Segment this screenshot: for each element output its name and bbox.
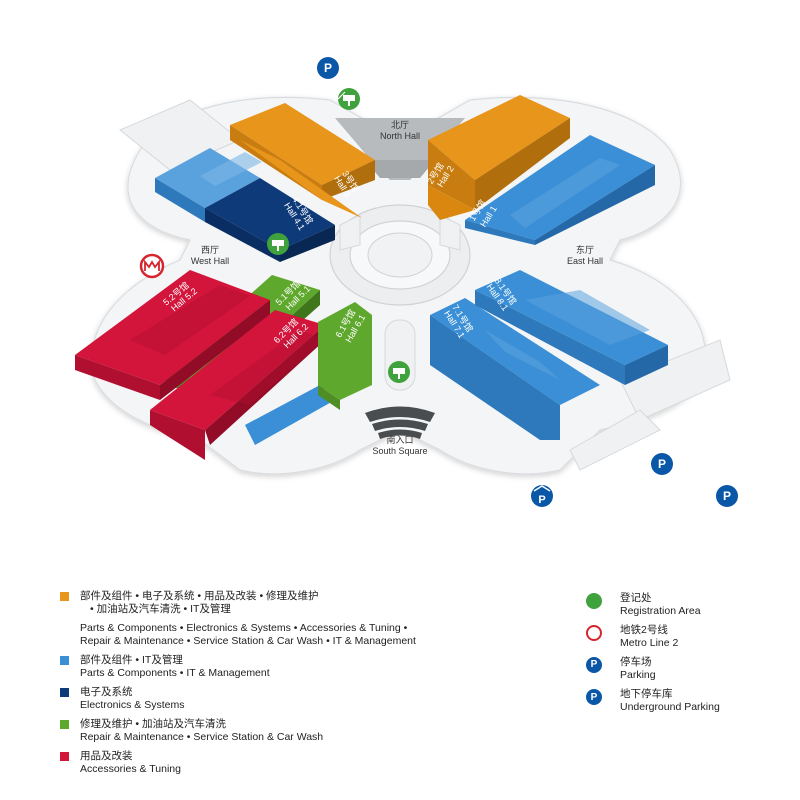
legend-metro-zh: 地铁2号线: [620, 624, 668, 636]
swatch-blue: [60, 656, 69, 665]
west-hall-zh: 西厅: [201, 245, 219, 255]
hall-6-2[interactable]: 6.2号馆 Hall 6.2: [150, 310, 335, 460]
registration-icon-north[interactable]: [337, 88, 360, 110]
legend-red-zh: 用品及改装: [80, 750, 133, 762]
parking-icon-se1[interactable]: P: [651, 453, 673, 475]
legend-blue-zh: 部件及组件 • IT及管理: [80, 654, 183, 666]
legend-navy-en: Electronics & Systems: [80, 699, 185, 711]
south-square-zh: 南入口: [386, 434, 413, 445]
legend-blue: 部件及组件 • IT及管理 Parts & Components • IT & …: [60, 654, 416, 680]
hall-8-1[interactable]: 8.1号馆 Hall 8.1: [475, 270, 668, 385]
parking-icon-se2[interactable]: P: [716, 485, 738, 507]
legend-parking: P 停车场 Parking: [586, 656, 720, 682]
metro-icon[interactable]: [139, 253, 165, 279]
legend-reg-en: Registration Area: [620, 605, 701, 617]
north-hall-zh: 北厅: [391, 120, 409, 130]
central-plaza: [329, 204, 471, 306]
legend-red: 用品及改装 Accessories & Tuning: [60, 750, 416, 776]
legend-ugpark-en: Underground Parking: [620, 701, 720, 713]
hall-1[interactable]: 1号馆 Hall 1: [465, 135, 655, 245]
svg-text:P: P: [723, 489, 731, 503]
metro-legend-icon: [586, 625, 602, 641]
legend-navy: 电子及系统 Electronics & Systems: [60, 686, 416, 712]
legend-red-en: Accessories & Tuning: [80, 763, 181, 775]
hall-3[interactable]: 3号馆 Hall 3: [230, 103, 375, 218]
east-hall-en: East Hall: [567, 256, 603, 266]
legend-orange-en2: Repair & Maintenance • Service Station &…: [80, 635, 416, 647]
south-square[interactable]: 南入口 South Square: [365, 406, 435, 457]
svg-text:P: P: [658, 457, 666, 471]
legend-metro: 地铁2号线 Metro Line 2: [586, 624, 720, 650]
legend-park-zh: 停车场: [620, 656, 652, 668]
swatch-green: [60, 720, 69, 729]
legend-navy-zh: 电子及系统: [80, 686, 133, 698]
hall-6-1[interactable]: 6.1号馆 Hall 6.1: [318, 302, 372, 410]
east-hall-zh: 东厅: [576, 244, 594, 255]
legend-categories: 部件及组件 • 电子及系统 • 用品及改装 • 修理及维护 • 加油站及汽车清洗…: [60, 590, 416, 776]
svg-text:P: P: [538, 494, 545, 506]
legend-metro-en: Metro Line 2: [620, 637, 679, 649]
legend-ugpark-zh: 地下停车库: [620, 688, 673, 700]
legend-orange: 部件及组件 • 电子及系统 • 用品及改装 • 修理及维护 • 加油站及汽车清洗…: [60, 590, 416, 648]
hall-4-1[interactable]: 4.1号馆 Hall 4.1: [155, 148, 335, 262]
south-square-en: South Square: [372, 446, 427, 456]
hall-2[interactable]: 2号馆 Hall 2: [424, 95, 570, 220]
legend-reg-zh: 登记处: [620, 592, 652, 604]
legend-underground: P 地下停车库 Underground Parking: [586, 688, 720, 714]
swatch-navy: [60, 688, 69, 697]
hall-7-1[interactable]: 7.1号馆 Hall 7.1: [430, 298, 600, 440]
legend-green: 修理及维护 • 加油站及汽车清洗 Repair & Maintenance • …: [60, 718, 416, 744]
legend-orange-zh2: • 加油站及汽车清洗 • IT及管理: [90, 603, 231, 615]
parking-legend-icon: P: [586, 657, 602, 673]
underground-parking-icon-map[interactable]: P: [531, 485, 553, 507]
legend-orange-en1: Parts & Components • Electronics & Syste…: [80, 622, 408, 634]
registration-icon: [586, 593, 602, 609]
legend-icons: 登记处 Registration Area 地铁2号线 Metro Line 2…: [586, 592, 720, 714]
hall-5-2[interactable]: 5.2号馆 Hall 5.2: [75, 270, 270, 400]
svg-text:P: P: [324, 61, 332, 75]
registration-icon-south[interactable]: [388, 361, 410, 383]
legend-orange-zh1: 部件及组件 • 电子及系统 • 用品及改装 • 修理及维护: [80, 590, 319, 602]
legend-park-en: Parking: [620, 669, 656, 681]
north-hall-en: North Hall: [380, 131, 420, 141]
underground-parking-legend-icon: P: [586, 689, 602, 705]
registration-icon-west[interactable]: [267, 233, 289, 255]
west-hall-en: West Hall: [191, 256, 229, 266]
legend-blue-en: Parts & Components • IT & Management: [80, 667, 270, 679]
swatch-red: [60, 752, 69, 761]
legend-green-zh: 修理及维护 • 加油站及汽车清洗: [80, 718, 227, 730]
legend-green-en: Repair & Maintenance • Service Station &…: [80, 731, 324, 743]
north-hall[interactable]: 北厅 North Hall: [335, 118, 465, 180]
swatch-orange: [60, 592, 69, 601]
legend-registration: 登记处 Registration Area: [586, 592, 720, 618]
parking-icon-north[interactable]: P: [317, 57, 339, 79]
